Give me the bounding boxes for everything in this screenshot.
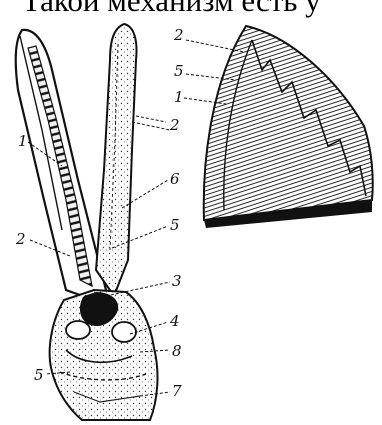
gill-fan-section (204, 26, 373, 228)
label-2-top: 2 (169, 116, 180, 134)
label-4: 4 (169, 312, 180, 330)
label-5-left: 5 (170, 216, 180, 234)
label-7: 7 (172, 382, 182, 400)
label-3: 3 (172, 272, 182, 290)
label-2-right: 2 (173, 26, 184, 44)
gill-arch-base (50, 290, 158, 420)
label-8: 8 (172, 342, 182, 360)
label-5-right: 5 (174, 62, 184, 80)
label-1-left: 1 (18, 132, 28, 150)
label-6: 6 (170, 170, 180, 188)
label-2-left: 2 (15, 230, 26, 248)
label-5-base: 5 (34, 366, 44, 384)
label-1-right: 1 (174, 88, 184, 106)
right-filament (96, 24, 137, 296)
